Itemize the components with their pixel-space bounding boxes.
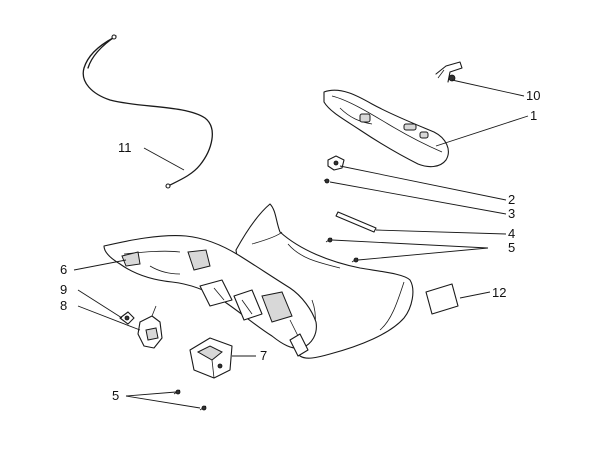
part-5-screw-lower-b[interactable] (199, 405, 207, 411)
callout-11: 11 (118, 140, 132, 155)
part-11-cable[interactable] (82, 34, 213, 189)
callout-labels: 1 2 3 4 5 5 6 7 8 9 10 11 12 (60, 88, 540, 403)
part-8-lock[interactable] (137, 305, 163, 349)
part-3-screw[interactable] (323, 178, 330, 184)
part-10-clip[interactable] (435, 61, 463, 83)
part-1-trim-cover[interactable] (323, 89, 449, 168)
part-9-clip[interactable] (119, 311, 135, 325)
callout-9: 9 (60, 282, 67, 297)
callout-6: 6 (60, 262, 67, 277)
callout-7: 7 (260, 348, 267, 363)
callout-2: 2 (508, 192, 515, 207)
part-5-screw-upper-b[interactable] (351, 257, 359, 263)
callout-8: 8 (60, 298, 67, 313)
callout-10: 10 (526, 88, 540, 103)
part-5-screw-upper-a[interactable] (325, 237, 333, 243)
callout-5-lower: 5 (112, 388, 119, 403)
callout-4: 4 (508, 226, 515, 241)
part-2-clip[interactable] (327, 155, 345, 171)
callout-3: 3 (508, 206, 515, 221)
callout-12: 12 (492, 285, 506, 300)
callout-5-upper: 5 (508, 240, 515, 255)
part-6-inner-panel[interactable] (103, 235, 317, 357)
part-4-rod[interactable] (335, 211, 377, 233)
part-7-latch[interactable] (189, 337, 233, 379)
leader-lines (73, 79, 529, 409)
part-12-plate[interactable] (425, 283, 459, 315)
callout-1: 1 (530, 108, 537, 123)
